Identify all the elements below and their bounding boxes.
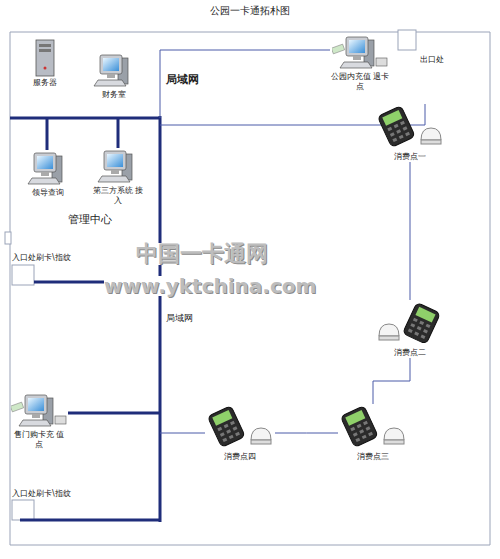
area-label: 入口处刷卡\指纹 [12, 252, 71, 263]
network-link [410, 162, 411, 300]
network-link [373, 358, 410, 404]
pos-terminal-icon [375, 300, 445, 348]
device-caption: 消费点二 [375, 348, 445, 358]
device-node: 服务器 [22, 38, 68, 88]
device-caption: 第三方系统 接入 [90, 186, 146, 206]
watermark: 中国一卡通网 [136, 243, 268, 265]
pos-terminal-icon [375, 104, 445, 152]
network-label: 局域网 [166, 72, 199, 87]
device-node: 财务室 [86, 52, 142, 100]
network-link [275, 433, 338, 434]
lan-bus [10, 116, 160, 522]
device-caption: 售门购卡充 值点 [10, 430, 68, 450]
device-node: 公园内充值 退卡点 [330, 34, 390, 92]
device-caption: 领导查询 [20, 188, 76, 198]
area-label: 出口处 [420, 54, 444, 65]
device-caption: 消费点一 [375, 152, 445, 162]
diagram-title: 公园一卡通拓朴图 [0, 4, 500, 18]
device-node: 领导查询 [20, 150, 76, 198]
pos-terminal-icon [338, 404, 408, 452]
device-caption: 服务器 [22, 78, 68, 88]
computer-icon [90, 148, 146, 186]
device-node: 消费点三 [338, 404, 408, 462]
device-node: 售门购卡充 值点 [10, 392, 68, 450]
area-label: 管理中心 [68, 212, 112, 227]
device-node: 消费点四 [205, 404, 275, 462]
device-node: 消费点二 [375, 300, 445, 358]
pos-terminal-icon [205, 404, 275, 452]
park-boundary [5, 30, 490, 545]
device-node: 第三方系统 接入 [90, 148, 146, 206]
device-node: 消费点一 [375, 104, 445, 162]
server-icon [33, 38, 57, 78]
computer-icon [20, 150, 76, 188]
network-label: 局域网 [166, 312, 193, 325]
computer-icon [86, 52, 142, 90]
device-caption: 公园内充值 退卡点 [330, 72, 390, 92]
area-label: 入口处刷卡\指纹 [12, 488, 71, 499]
device-caption: 财务室 [86, 90, 142, 100]
watermark: www.yktchina.com [104, 276, 316, 296]
computer-icon [332, 34, 388, 72]
device-caption: 消费点四 [205, 452, 275, 462]
thin-link [160, 50, 425, 433]
computer-icon [11, 392, 67, 430]
device-caption: 消费点三 [338, 452, 408, 462]
